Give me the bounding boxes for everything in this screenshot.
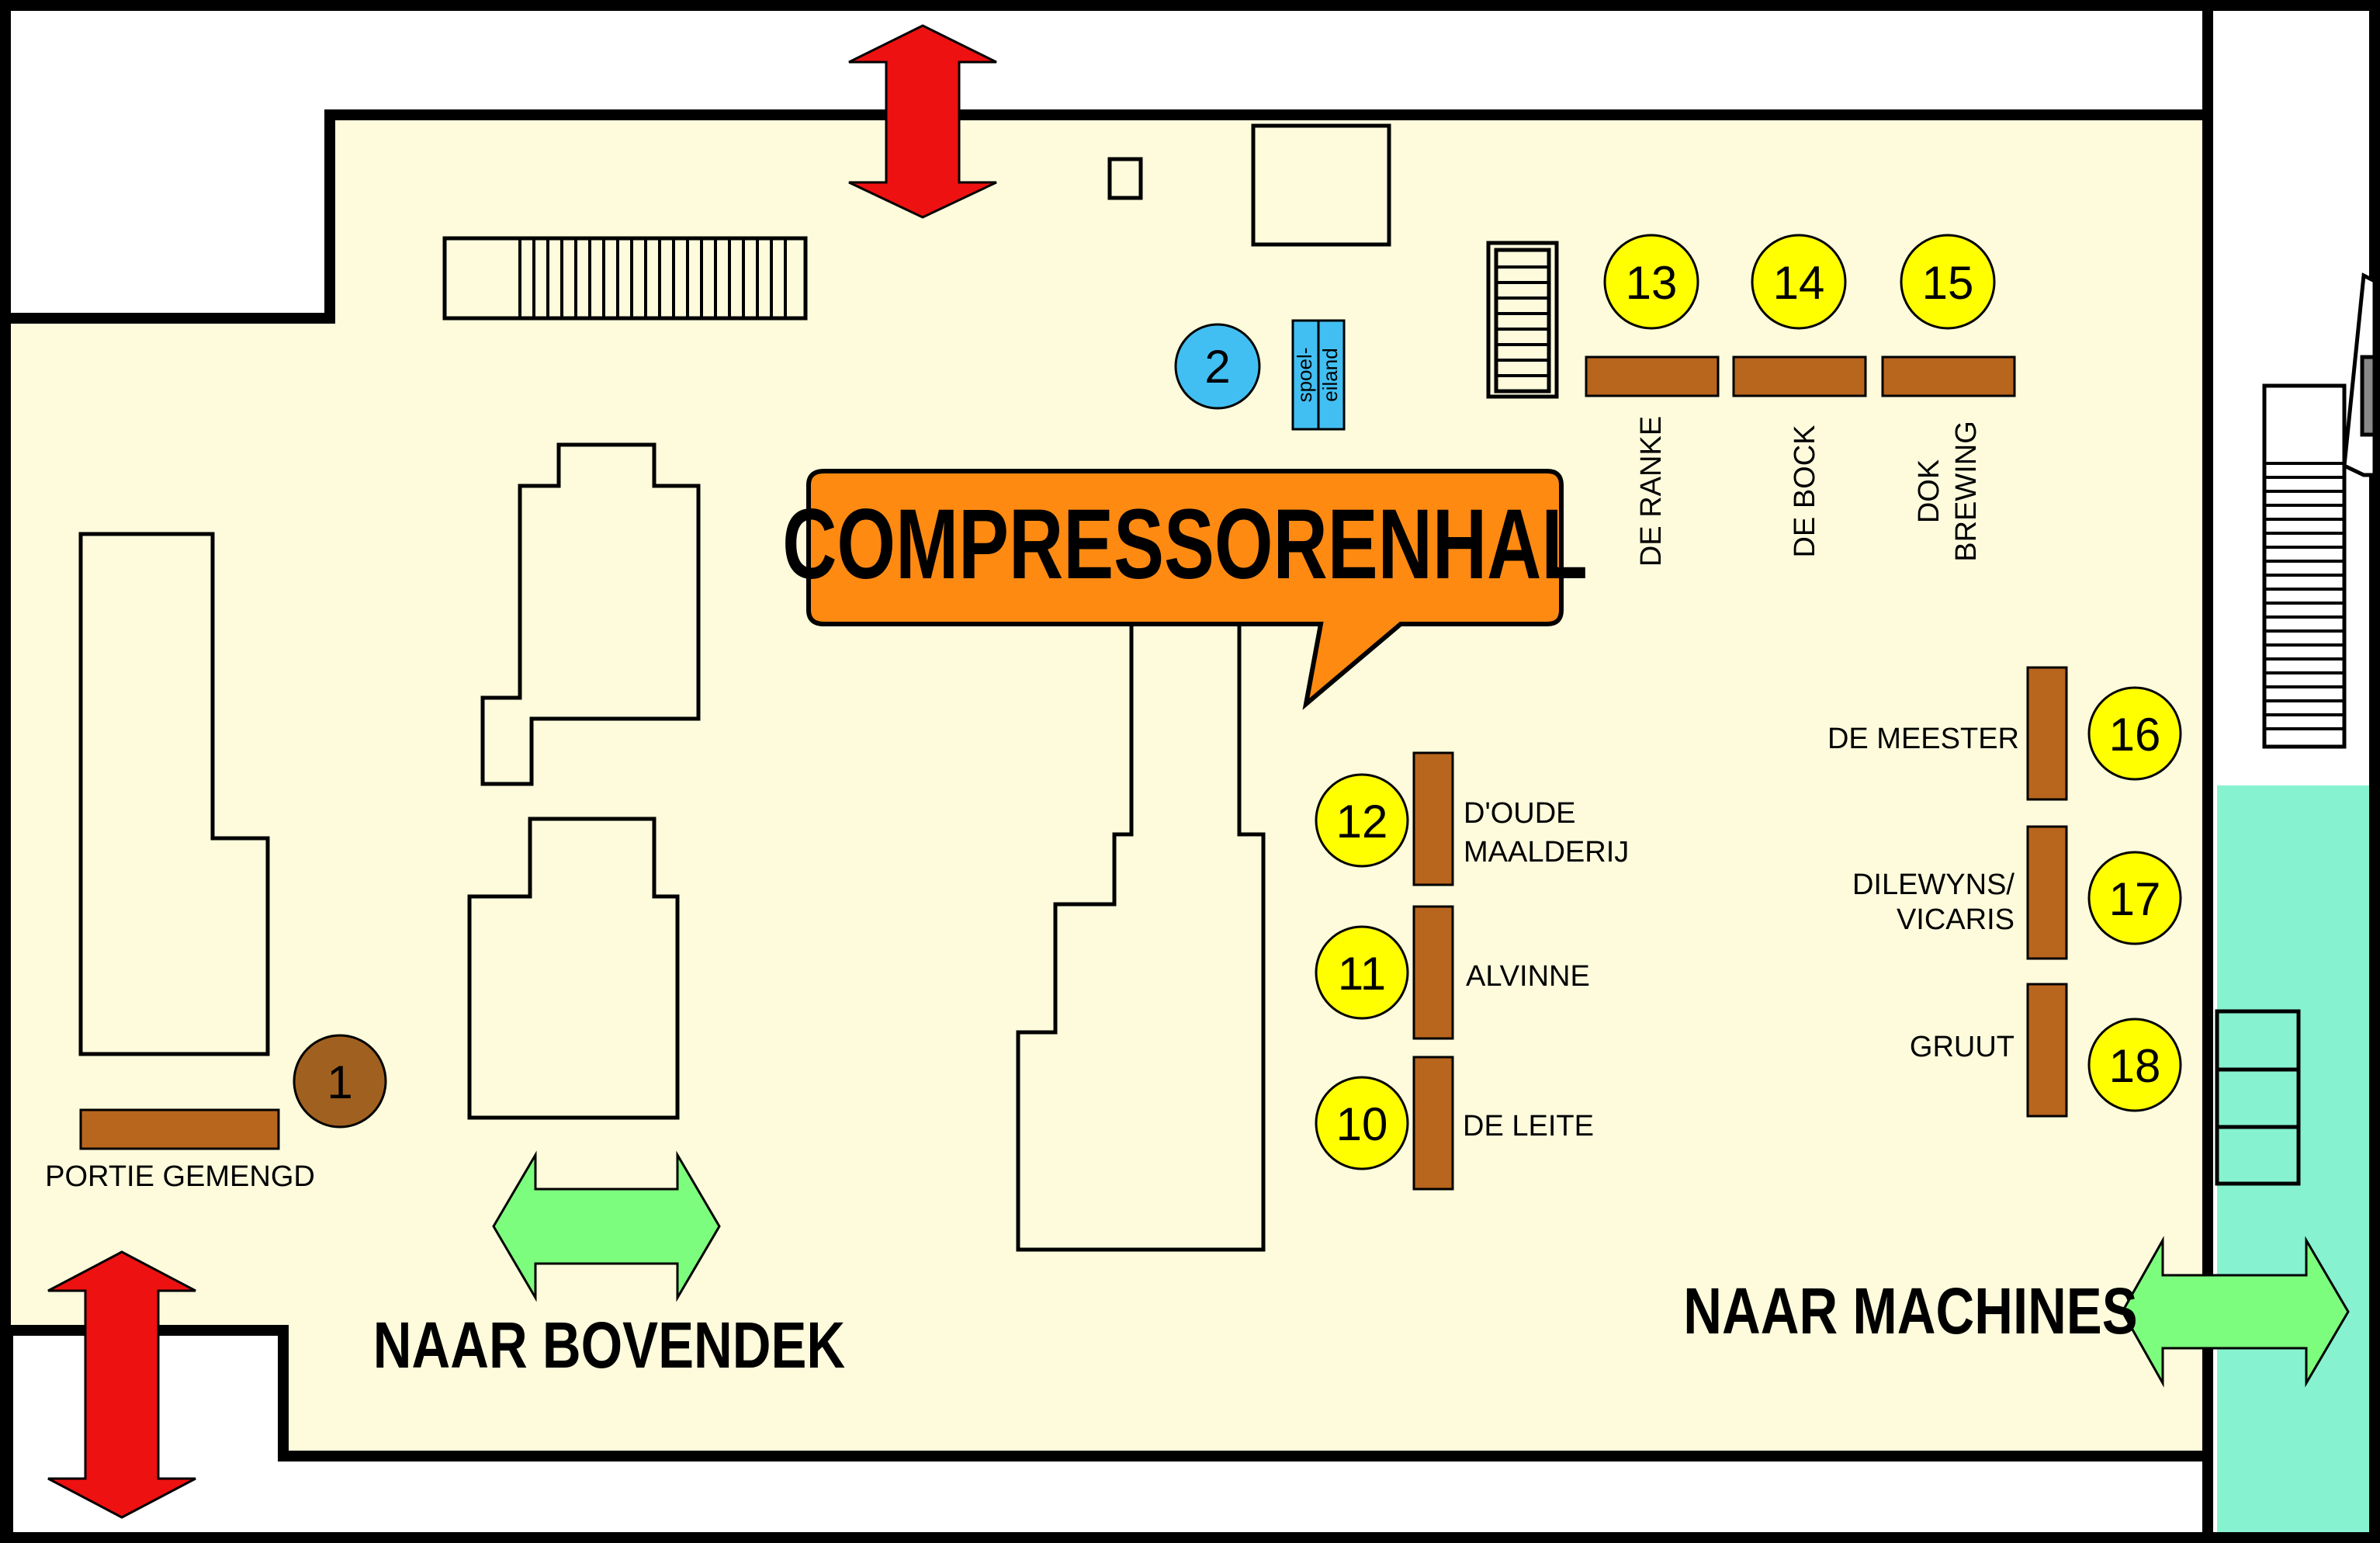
marker-17-number: 17 <box>2109 873 2161 925</box>
lower-machine-outline <box>467 817 680 1120</box>
stand-label-15-line2: BREWING <box>1950 421 1983 562</box>
stand-label-1: PORTIE GEMENGD <box>45 1160 315 1193</box>
marker-11[interactable] <box>1315 925 1409 1020</box>
square-structure <box>1251 123 1391 247</box>
stand-bar-16 <box>2026 666 2068 801</box>
exit-arrow-bottom-left <box>47 1250 196 1519</box>
stand-bar-13 <box>1585 355 1720 397</box>
marker-2[interactable] <box>1174 323 1261 410</box>
hall-title: COMPRESSORENHAL <box>782 489 1588 600</box>
marker-12[interactable] <box>1315 773 1409 868</box>
stand-label-18: GRUUT <box>1910 1031 2015 1063</box>
stand-label-16: DE MEESTER <box>1827 723 2019 755</box>
marker-12-number: 12 <box>1336 796 1388 848</box>
stand-label-15-line1: DOK <box>1913 459 1945 523</box>
spoel-eiland-line1: spoel- <box>1293 348 1316 403</box>
marker-13-number: 13 <box>1626 257 1678 309</box>
marker-16-number: 16 <box>2109 709 2161 761</box>
stand-label-14: DE BOCK <box>1789 425 1821 557</box>
stand-label-12-line2: MAALDERIJ <box>1464 836 1629 869</box>
stand-label-13: DE RANKE <box>1635 416 1668 567</box>
stairs-small <box>1486 241 1559 399</box>
marker-15[interactable] <box>1900 234 1996 330</box>
stand-label-17-line2: VICARIS <box>1897 903 2015 936</box>
small-column <box>1107 157 1143 200</box>
exit-label-bovendek: NAAR BOVENDEK <box>373 1309 845 1382</box>
exit-arrow-top <box>848 24 997 219</box>
stair-rack-top <box>442 236 808 321</box>
compressor-outline <box>1016 621 1266 1252</box>
stand-bar-10 <box>1412 1056 1454 1191</box>
upper-machine-outline <box>480 442 701 786</box>
marker-10-number: 10 <box>1336 1098 1388 1150</box>
marker-2-number: 2 <box>1204 341 1230 393</box>
spoel-eiland-line2: eiland <box>1318 348 1342 401</box>
steps-right <box>2215 1009 2301 1186</box>
marker-16[interactable] <box>2087 686 2182 781</box>
stairs-right <box>2262 383 2347 749</box>
stand-bar-15 <box>1881 355 2016 397</box>
hall-floor <box>0 115 2208 1543</box>
stand-bar-14 <box>1732 355 1867 397</box>
stand-bar-17 <box>2026 825 2068 960</box>
stand-label-10: DE LEITE <box>1463 1110 1594 1143</box>
stand-label-11: ALVINNE <box>1466 960 1590 993</box>
left-l-block <box>78 532 270 1056</box>
marker-14[interactable] <box>1751 234 1847 330</box>
marker-11-number: 11 <box>1338 948 1386 1000</box>
marker-1[interactable] <box>293 1034 387 1129</box>
stand-bar-12 <box>1412 751 1454 886</box>
hall-callout <box>806 469 1564 710</box>
marker-17[interactable] <box>2087 851 2182 945</box>
exit-arrow-bovendek <box>492 1150 721 1302</box>
stand-bar-1 <box>79 1108 280 1150</box>
stand-label-17-line1: DILEWYNS/ <box>1852 869 2015 901</box>
marker-10[interactable] <box>1315 1076 1409 1170</box>
exit-arrow-machines <box>2121 1236 2350 1388</box>
stand-label-12-line1: D'OUDE <box>1464 797 1576 830</box>
marker-14-number: 14 <box>1773 257 1825 309</box>
stand-bar-11 <box>1412 905 1454 1040</box>
marker-18[interactable] <box>2087 1018 2182 1112</box>
stand-bar-18 <box>2026 983 2068 1118</box>
marker-15-number: 15 <box>1922 257 1974 309</box>
floor-structures <box>78 123 2377 1252</box>
exit-label-machines: NAAR MACHINES <box>1683 1275 2137 1348</box>
marker-1-number: 1 <box>327 1056 352 1108</box>
marker-13[interactable] <box>1603 234 1699 330</box>
marker-18-number: 18 <box>2109 1040 2161 1092</box>
